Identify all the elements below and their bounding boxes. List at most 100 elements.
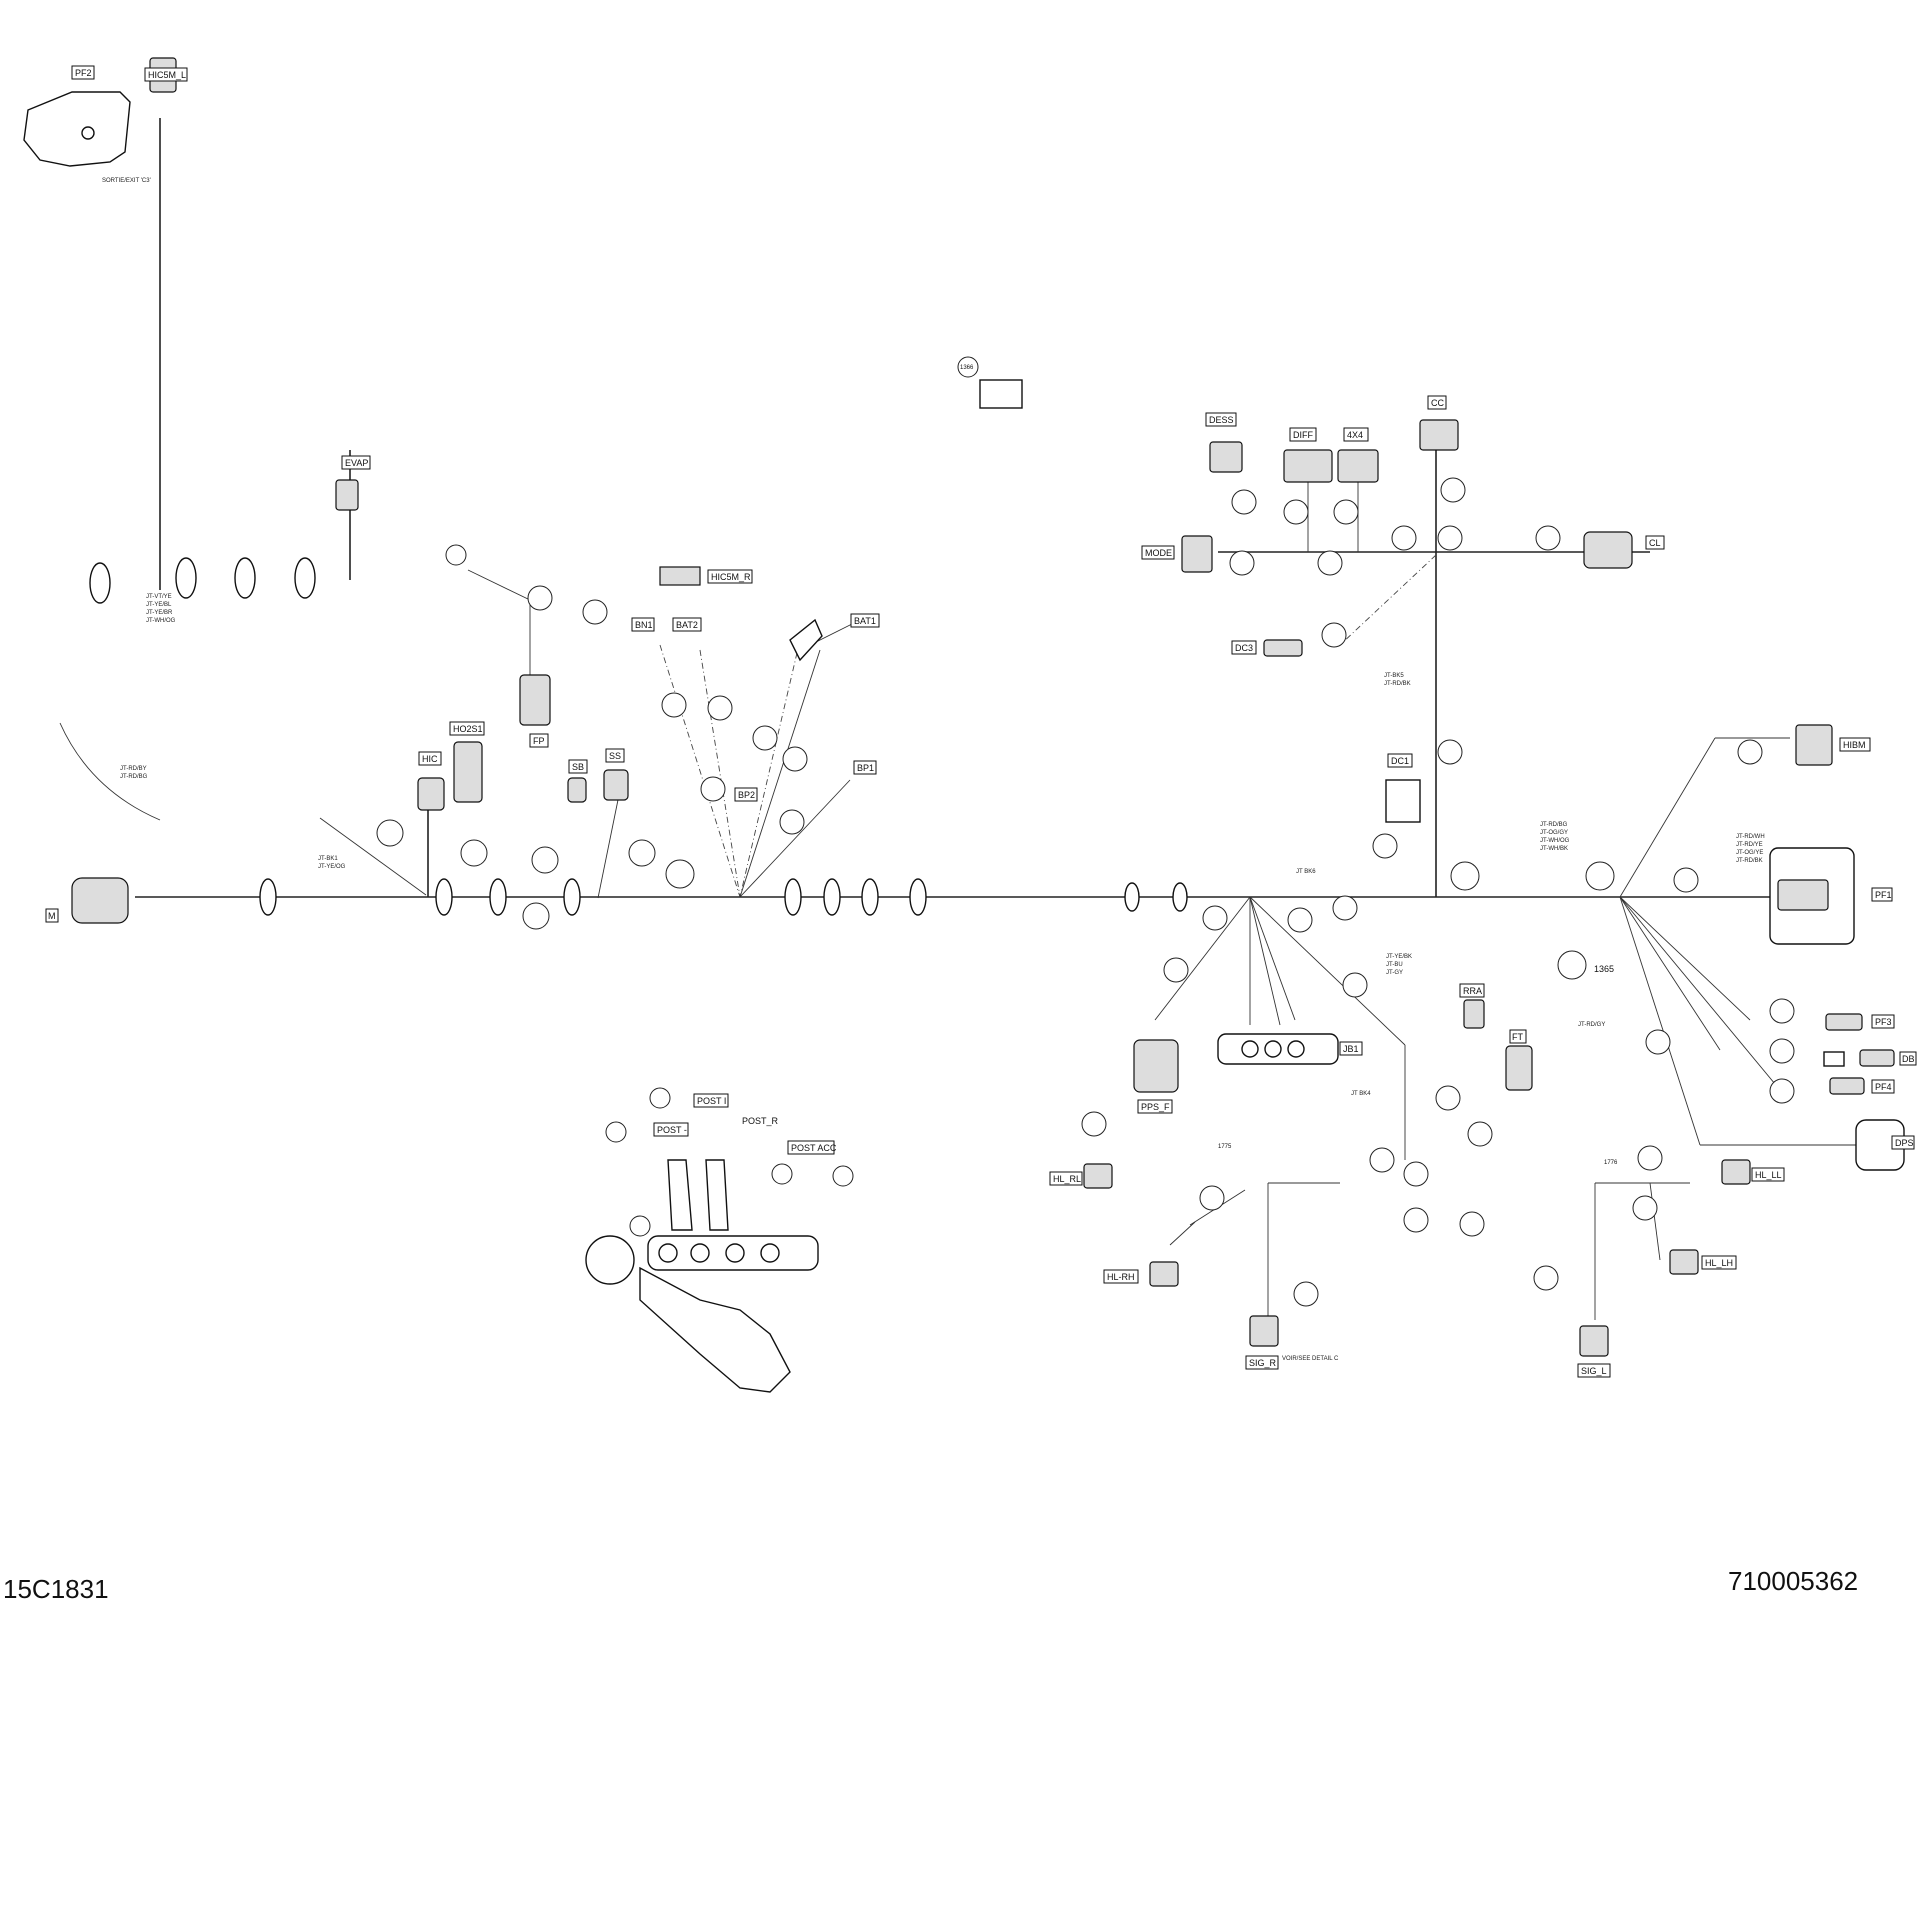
label-rra: RRA [1459,983,1485,998]
svg-text:JT-RD/BG: JT-RD/BG [120,774,148,780]
tag-1776: 1776 [1604,1160,1618,1166]
label-pf4: PF4 [1871,1079,1895,1094]
svg-text:MODE: MODE [1145,548,1172,558]
tag-1775: 1775 [1218,1144,1232,1150]
svg-text:DESS: DESS [1209,415,1234,425]
label-pf3: PF3 [1871,1014,1895,1029]
svg-text:BN1: BN1 [635,620,653,630]
svg-text:JT-WH/BK: JT-WH/BK [1540,846,1568,852]
label-pps-f: PPS_F [1137,1099,1173,1114]
svg-text:JT-RD/BY: JT-RD/BY [120,766,147,772]
svg-text:JT-YE/BR: JT-YE/BR [146,610,173,616]
svg-text:PF1: PF1 [1875,890,1892,900]
tag-1365: 1365 [1594,964,1614,974]
label-evap: EVAP [341,455,371,470]
label-post-r: POST_R [742,1116,779,1126]
svg-text:DB: DB [1902,1054,1915,1064]
svg-text:JT-RD/BK: JT-RD/BK [1736,858,1763,864]
label-4x4: 4X4 [1343,427,1369,442]
label-sb: SB [568,759,588,774]
note-sortie: SORTIE/EXIT 'C3' [102,178,151,184]
label-bp1: BP1 [853,760,877,775]
label-dc1: DC1 [1387,753,1413,768]
svg-text:JT-WH/OG: JT-WH/OG [1540,838,1570,844]
label-sig-r: SIG_R [1245,1355,1279,1370]
svg-text:JT BK4: JT BK4 [1351,1091,1371,1097]
svg-text:JT-BK1: JT-BK1 [318,856,338,862]
label-ss: SS [605,748,625,763]
label-dc3: DC3 [1231,640,1257,655]
svg-text:JT-RD/YE: JT-RD/YE [1736,842,1763,848]
label-bp2: BP2 [734,787,758,802]
svg-text:JT-YE/OG: JT-YE/OG [318,864,346,870]
svg-text:HIC: HIC [422,754,438,764]
svg-text:JT-OG/YE: JT-OG/YE [1736,850,1763,856]
label-hl-ll: HL_LL [1751,1167,1785,1182]
svg-text:FP: FP [533,736,545,746]
label-db: DB [1899,1051,1917,1066]
label-hibm: HIBM [1839,737,1871,752]
svg-text:SS: SS [609,751,621,761]
svg-text:JT-OG/GY: JT-OG/GY [1540,830,1568,836]
svg-text:PF4: PF4 [1875,1082,1892,1092]
svg-text:POST I: POST I [697,1096,726,1106]
svg-text:PPS_F: PPS_F [1141,1102,1170,1112]
svg-text:DC1: DC1 [1391,756,1409,766]
svg-text:DPS: DPS [1895,1138,1914,1148]
label-hl-rh: HL-RH [1103,1269,1139,1284]
wire-notes: SORTIE/EXIT 'C3' VOIR/SEE DETAIL C JT-RD… [102,178,1765,1362]
label-post-i: POST I [693,1093,729,1108]
svg-text:CL: CL [1649,538,1661,548]
svg-text:JT-RD/GY: JT-RD/GY [1578,1022,1605,1028]
svg-text:BP1: BP1 [857,763,874,773]
svg-text:JT-RD/WH: JT-RD/WH [1736,834,1765,840]
svg-text:JT-WH/OG: JT-WH/OG [146,618,176,624]
svg-text:PF2: PF2 [75,68,92,78]
label-bn1: BN1 [631,617,655,632]
note-voir-detail: VOIR/SEE DETAIL C [1282,1356,1339,1362]
svg-text:JT-BK5: JT-BK5 [1384,673,1404,679]
label-fp: FP [529,733,549,748]
svg-text:POST ACC: POST ACC [791,1143,837,1153]
label-ho2s1: HO2S1 [449,721,485,736]
svg-text:M: M [48,911,56,921]
label-bat1: BAT1 [850,613,880,628]
label-pf2: PF2 [71,65,95,80]
svg-text:POST -: POST - [657,1125,687,1135]
svg-text:HL_LL: HL_LL [1755,1170,1782,1180]
svg-text:4X4: 4X4 [1347,430,1363,440]
label-ft: FT [1509,1029,1527,1044]
label-post-minus: POST - [653,1122,689,1137]
svg-text:BAT1: BAT1 [854,616,876,626]
document-number-right: 710005362 [1728,1566,1859,1596]
label-hic5m-l: HIC5M_L [144,67,188,82]
svg-text:POST_R: POST_R [742,1116,779,1126]
label-dps: DPS [1891,1135,1915,1150]
svg-text:HL_RL: HL_RL [1053,1174,1081,1184]
label-dess: DESS [1205,412,1237,427]
svg-text:FT: FT [1512,1032,1523,1042]
svg-text:HIC5M_R: HIC5M_R [711,572,751,582]
label-hic5m-r: HIC5M_R [707,569,753,584]
label-jb1: JB1 [1339,1041,1363,1056]
label-cl: CL [1645,535,1665,550]
svg-text:SB: SB [572,762,584,772]
document-number-left: 15C1831 [3,1574,109,1604]
svg-text:CC: CC [1431,398,1444,408]
svg-text:DC3: DC3 [1235,643,1253,653]
label-hic: HIC [418,751,442,766]
svg-text:HL-RH: HL-RH [1107,1272,1135,1282]
svg-text:JB1: JB1 [1343,1044,1359,1054]
label-post-acc: POST ACC [787,1140,837,1155]
svg-text:HIBM: HIBM [1843,740,1866,750]
label-sig-l: SIG_L [1577,1363,1611,1378]
svg-text:SIG_L: SIG_L [1581,1366,1607,1376]
label-m: M [45,908,59,923]
svg-text:SIG_R: SIG_R [1249,1358,1277,1368]
svg-text:JT-VT/YE: JT-VT/YE [146,594,172,600]
svg-text:JT-RD/BK: JT-RD/BK [1384,681,1411,687]
svg-text:JT-YE/BK: JT-YE/BK [1386,954,1412,960]
svg-text:JT-YE/BL: JT-YE/BL [146,602,172,608]
tag-1366: 1366 [960,365,974,371]
svg-text:PF3: PF3 [1875,1017,1892,1027]
